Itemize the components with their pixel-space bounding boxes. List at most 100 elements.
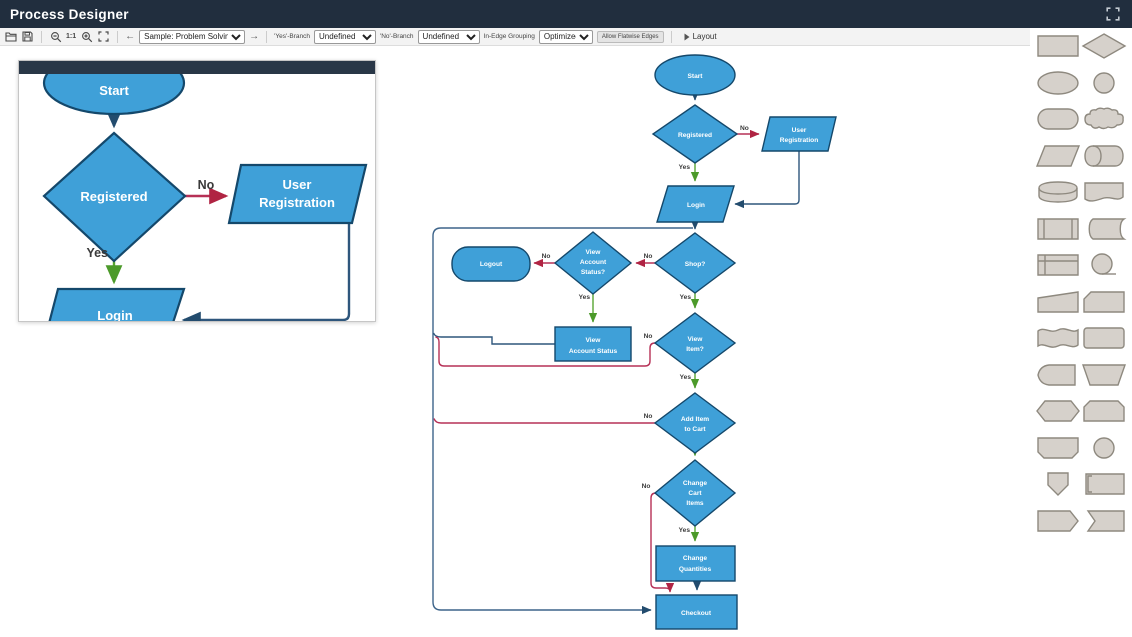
palette-shape-off-page-connector[interactable] [1035, 470, 1081, 498]
node-user-registration[interactable] [761, 116, 837, 152]
node-logout-label: Logout [480, 261, 503, 268]
ov-node-user-registration[interactable] [227, 163, 368, 225]
palette-shape-manual-operation[interactable] [1081, 361, 1127, 389]
zoom-1-1-icon[interactable]: 1:1 [66, 33, 77, 40]
node-view-account-status-q[interactable] [553, 231, 633, 295]
node-checkout[interactable] [655, 594, 738, 630]
toolbar: 1:1 ← Sample: Problem Solving → 'Yes'-Br… [0, 28, 1132, 46]
node-logout[interactable] [451, 246, 531, 282]
node-login[interactable] [656, 185, 735, 223]
palette-shape-stored-data[interactable] [1081, 215, 1127, 243]
node-registered[interactable] [651, 104, 739, 164]
node-view-account-status[interactable] [554, 326, 632, 362]
ov-node-start[interactable] [42, 74, 186, 116]
save-icon[interactable] [21, 30, 34, 43]
ov-edge-userreg-login [181, 223, 351, 321]
ov-userreg-label: User [283, 177, 312, 192]
palette-shape-manual-input[interactable] [1035, 288, 1081, 316]
palette-shape-rectangle[interactable] [1035, 32, 1081, 60]
palette-shape-chamfered-bottom-rect[interactable] [1035, 434, 1081, 462]
node-view-item-label: View [688, 336, 704, 343]
ov-node-login[interactable] [46, 287, 186, 321]
layout-button-label: Layout [692, 32, 717, 41]
node-shop[interactable] [653, 232, 737, 294]
palette-shape-circle[interactable] [1081, 69, 1127, 97]
palette-shape-diamond[interactable] [1081, 32, 1127, 60]
node-add-item-label: Add Item [681, 416, 709, 423]
allow-flatwise-edges-button[interactable]: Allow Flatwise Edges [596, 30, 664, 43]
shape-palette [1030, 28, 1132, 637]
node-vas-q-label: View [586, 249, 602, 256]
node-vas-q-label: Account [580, 259, 607, 266]
palette-shape-notched-rectangle[interactable] [1081, 507, 1127, 535]
node-login-label: Login [687, 202, 705, 209]
overview-panel-titlebar[interactable] [19, 61, 375, 74]
layout-button[interactable]: Layout [679, 31, 722, 42]
node-vas-label: Account Status [569, 348, 618, 355]
ov-login-label: Login [97, 308, 132, 321]
ov-registered-label: Registered [80, 189, 147, 204]
fit-content-icon[interactable] [97, 30, 110, 43]
overview-panel[interactable]: Start Registered User Registration Login… [18, 60, 376, 322]
palette-shape-circle-small[interactable] [1081, 434, 1127, 462]
yes-branch-select[interactable]: Undefined [313, 29, 376, 44]
palette-shape-internal-storage[interactable] [1035, 251, 1081, 279]
node-change-quantities[interactable] [655, 545, 736, 582]
node-user-registration-label: User [792, 127, 807, 134]
open-folder-icon[interactable] [4, 30, 17, 43]
edge-userreg-login [734, 151, 800, 209]
app-title: Process Designer [10, 6, 129, 22]
palette-shape-parallelogram[interactable] [1035, 142, 1081, 170]
zoom-out-icon[interactable] [49, 30, 62, 43]
palette-shape-hexagon-preparation[interactable] [1035, 397, 1081, 425]
palette-shape-document[interactable] [1081, 178, 1127, 206]
node-change-cart-label: Change [683, 480, 708, 487]
no-branch-select[interactable]: Undefined [417, 29, 480, 44]
palette-shape-ellipse[interactable] [1035, 69, 1081, 97]
node-add-item[interactable] [653, 392, 737, 454]
toolbar-separator [670, 30, 672, 43]
palette-shape-sequential-data[interactable] [1081, 251, 1127, 279]
palette-shape-chamfered-top-rect[interactable] [1081, 397, 1127, 425]
in-edge-grouping-label: In-Edge Grouping [483, 33, 535, 40]
node-start[interactable] [654, 54, 736, 96]
app-header: Process Designer [0, 0, 1132, 28]
diagram-canvas[interactable]: Start Registered User Registration Login… [0, 46, 1030, 637]
palette-shape-card[interactable] [1081, 288, 1127, 316]
palette-shape-stadium[interactable] [1035, 105, 1081, 133]
sample-select[interactable]: Sample: Problem Solving [139, 29, 246, 44]
node-change-quantities-label: Change [683, 555, 708, 562]
zoom-in-icon[interactable] [80, 30, 93, 43]
node-change-cart-label: Items [686, 500, 704, 507]
edge-label-yes: Yes [679, 164, 691, 171]
edge-label-yes: Yes [680, 294, 692, 301]
palette-shape-short-cylinder[interactable] [1035, 178, 1081, 206]
edge-label-no: No [542, 253, 551, 260]
next-sample-icon[interactable]: → [249, 30, 260, 42]
ov-node-registered[interactable] [42, 131, 187, 263]
palette-shape-cloud[interactable] [1081, 105, 1127, 133]
edge-label-yes: Yes [579, 294, 591, 301]
overview-panel-body: Start Registered User Registration Login… [19, 74, 375, 321]
in-edge-grouping-select[interactable]: Optimized [538, 29, 593, 44]
palette-shape-horizontal-cylinder[interactable] [1081, 142, 1127, 170]
edge-label-no: No [740, 125, 749, 132]
edge-label-no: No [642, 483, 651, 490]
edge-label-no: No [644, 333, 653, 340]
palette-shape-rounded-rectangle[interactable] [1081, 324, 1127, 352]
node-vas-q-label: Status? [581, 269, 605, 276]
palette-shape-pointer-right[interactable] [1035, 507, 1081, 535]
previous-sample-icon[interactable]: ← [125, 30, 136, 42]
node-change-cart[interactable] [653, 459, 737, 527]
node-checkout-label: Checkout [681, 610, 712, 617]
toolbar-separator [117, 30, 119, 43]
palette-shape-predefined-process[interactable] [1035, 215, 1081, 243]
overview-diagram: Start Registered User Registration Login… [42, 74, 368, 321]
node-view-item[interactable] [653, 312, 737, 374]
palette-shape-paper-tape[interactable] [1035, 324, 1081, 352]
fullscreen-icon[interactable] [1106, 7, 1120, 21]
edge-additem-no-loop [433, 418, 655, 424]
node-registered-label: Registered [678, 132, 712, 139]
palette-shape-display[interactable] [1035, 361, 1081, 389]
palette-shape-tagged-rectangle[interactable] [1081, 470, 1127, 498]
